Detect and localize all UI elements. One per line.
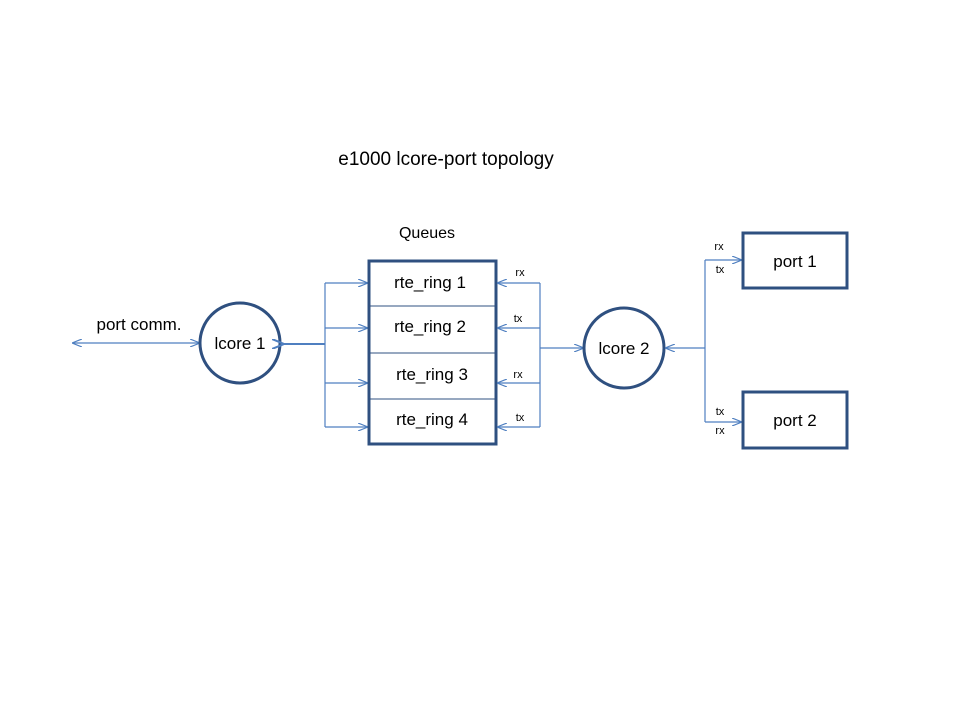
lcore-2-label: lcore 2: [598, 339, 649, 358]
port-2-bottom-link-label: rx: [715, 425, 725, 437]
port-comm-label: port comm.: [96, 315, 181, 334]
ring-1-link-label: rx: [515, 267, 525, 279]
lcore-1-node: lcore 1: [198, 301, 282, 385]
port-1-label: port 1: [773, 252, 816, 271]
port-2-top-link-label: tx: [716, 406, 725, 418]
ring-2-label: rte_ring 2: [394, 317, 466, 336]
port-2-node: port 2: [741, 390, 849, 450]
port-1-node: port 1: [741, 231, 849, 290]
port-2-box: [741, 390, 849, 450]
lcore-2-node: lcore 2: [582, 306, 666, 390]
port-1-top-link-label: rx: [714, 241, 724, 253]
port-1-bottom-link-label: tx: [716, 264, 725, 276]
ring-3-link-label: rx: [513, 369, 523, 381]
ring-2-link-label: tx: [514, 313, 523, 325]
queue-stack: rte_ring 1 rte_ring 2 rte_ring 3 rte_rin…: [367, 259, 498, 446]
lcore-2-circle: [582, 306, 666, 390]
ring-3-label: rte_ring 3: [396, 365, 468, 384]
port-2-label: port 2: [773, 411, 816, 430]
queues-label: Queues: [399, 225, 455, 242]
ring-1-label: rte_ring 1: [394, 273, 466, 292]
lcore-1-label: lcore 1: [214, 334, 265, 353]
ring-4-link-label: tx: [516, 412, 525, 424]
ring-4-label: rte_ring 4: [396, 410, 468, 429]
diagram-title: e1000 lcore-port topology: [338, 149, 554, 170]
port-1-box: [741, 231, 849, 290]
